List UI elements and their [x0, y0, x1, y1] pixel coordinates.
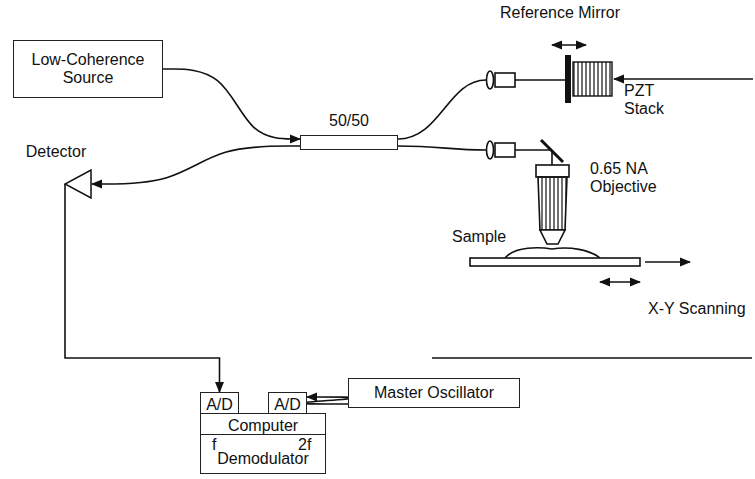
- fiber-coupler: 50/50: [300, 135, 398, 150]
- sample-slide: [470, 258, 640, 266]
- sample-fiber: [398, 146, 486, 150]
- box-label: A/D: [274, 396, 301, 414]
- pzt-stack: [573, 62, 612, 96]
- sample-beam: [515, 149, 551, 151]
- box-label: A/D: [206, 396, 233, 414]
- part-label: 0.65 NA Objective: [590, 160, 670, 196]
- sample-lens: [487, 141, 494, 159]
- box-label: Demodulator: [217, 450, 309, 468]
- objective-top: [536, 165, 569, 177]
- reference-mirror: [565, 55, 571, 103]
- detector-triangle: [64, 169, 92, 205]
- objective-body: [538, 177, 567, 230]
- x-scan-arrow: [645, 261, 690, 263]
- signal-label: f: [212, 436, 216, 454]
- beam-down: [551, 152, 553, 165]
- reference-collimator: [495, 73, 515, 87]
- part-label: Reference Mirror: [500, 4, 620, 22]
- light-source-box: Low-Coherence Source: [13, 40, 163, 98]
- box-label: Computer: [228, 417, 298, 435]
- part-label: X-Y Scanning: [648, 300, 746, 318]
- detector-triangle: [65, 170, 91, 198]
- box-label: 50/50: [329, 112, 369, 130]
- part-label: Sample: [452, 228, 506, 246]
- detector-symbol: Detector: [20, 143, 92, 205]
- box-label: Master Oscillator: [374, 384, 494, 402]
- fold-mirror: [541, 140, 563, 162]
- signal-wire: [65, 205, 220, 392]
- reference-beam: [515, 79, 565, 81]
- box-label: Low-Coherence Source: [18, 51, 158, 87]
- oscillator-box: Master Oscillator: [348, 378, 520, 408]
- box-label: Detector: [26, 143, 86, 161]
- signal-wire: [300, 397, 355, 404]
- detector-lead: [64, 184, 66, 205]
- part-label: PZT Stack: [624, 82, 680, 118]
- signal-label: 2f: [298, 436, 311, 454]
- optical-fiber: [92, 146, 300, 184]
- reference-lens: [487, 71, 494, 89]
- optical-fiber: [163, 69, 300, 139]
- sample-tissue: [505, 248, 600, 258]
- y-scan-arrow: [600, 281, 640, 283]
- objective-tip: [540, 230, 565, 244]
- sample-collimator: [495, 143, 515, 157]
- pzt-drive-wire: [614, 78, 753, 80]
- reference-fiber: [398, 80, 486, 139]
- mirror-motion-arrow: [552, 44, 586, 46]
- scanning-drive-wire: [432, 357, 752, 359]
